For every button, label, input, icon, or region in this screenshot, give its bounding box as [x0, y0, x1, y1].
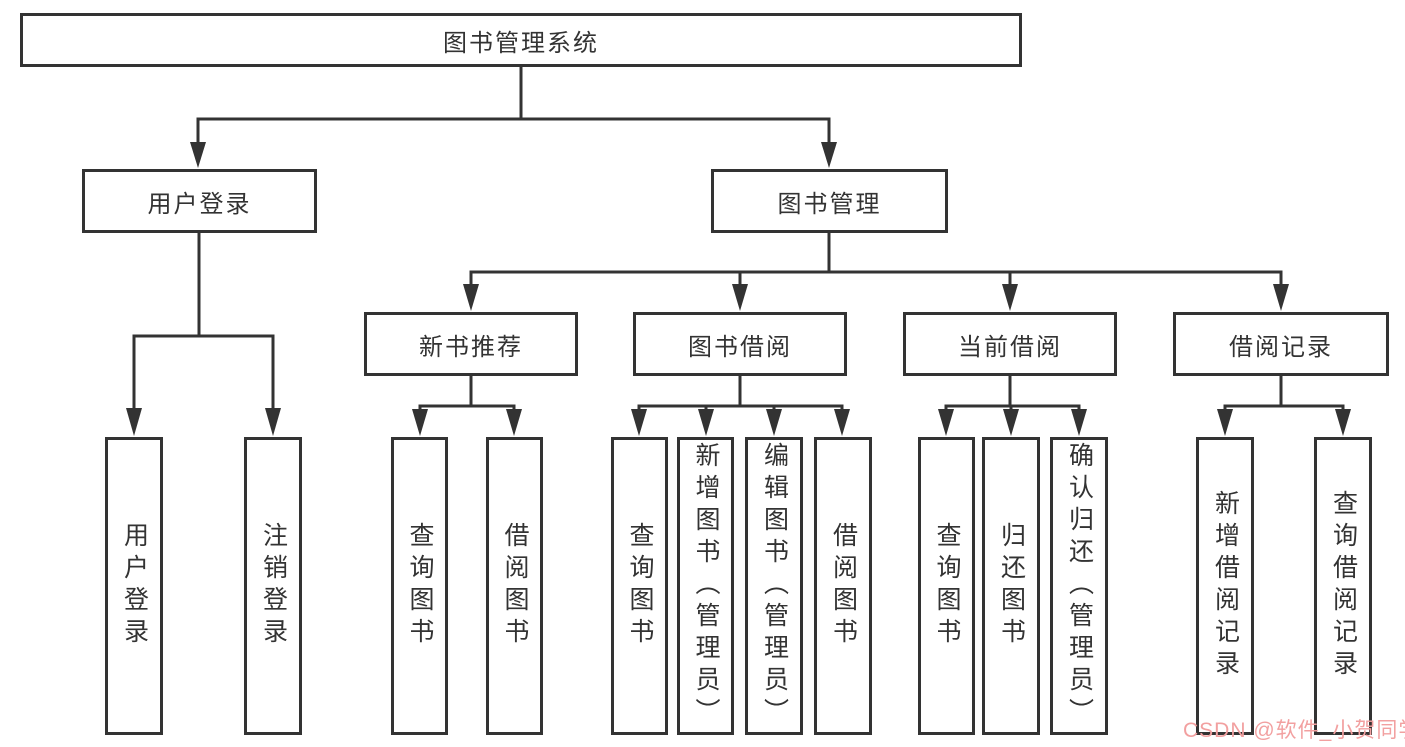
leaf-label: 新增借阅记录: [1211, 490, 1240, 682]
node-root-library-system: 图书管理系统: [20, 13, 1022, 67]
leaf-label: 新增图书（管理员）: [692, 442, 720, 730]
leaf-label: 借阅图书: [829, 522, 858, 650]
leaf-label: 查询借阅记录: [1329, 490, 1358, 682]
node-label: 图书管理: [777, 190, 882, 218]
csdn-watermark: CSDN @软件_小贺同学: [1183, 719, 1405, 742]
node-label: 图书管理系统: [443, 29, 599, 57]
leaf-add-books-admin: 新增图书（管理员）: [677, 437, 734, 735]
leaf-label: 查询图书: [406, 522, 434, 650]
node-new-book-recommendation: 新书推荐: [364, 312, 578, 376]
leaf-label: 查询图书: [626, 522, 654, 650]
leaf-query-books-current: 查询图书: [918, 437, 975, 735]
leaf-query-books-borrowing: 查询图书: [611, 437, 668, 735]
leaf-label: 确认归还（管理员）: [1065, 442, 1094, 730]
leaf-query-borrow-record: 查询借阅记录: [1314, 437, 1372, 735]
leaf-confirm-return-admin: 确认归还（管理员）: [1050, 437, 1108, 735]
node-current-borrowing: 当前借阅: [903, 312, 1117, 376]
node-book-borrowing: 图书借阅: [633, 312, 847, 376]
leaf-label: 借阅图书: [501, 522, 529, 650]
leaf-query-books-recommend: 查询图书: [391, 437, 448, 735]
node-label: 用户登录: [147, 190, 252, 218]
leaf-add-borrow-record: 新增借阅记录: [1196, 437, 1254, 735]
leaf-borrow-books-borrowing: 借阅图书: [814, 437, 872, 735]
leaf-edit-books-admin: 编辑图书（管理员）: [745, 437, 803, 735]
leaf-logout: 注销登录: [244, 437, 302, 735]
node-book-management: 图书管理: [711, 169, 948, 233]
node-label: 当前借阅: [958, 333, 1062, 361]
leaf-borrow-books-recommend: 借阅图书: [486, 437, 543, 735]
leaf-label: 注销登录: [259, 522, 288, 650]
node-label: 图书借阅: [688, 333, 792, 361]
leaf-label: 用户登录: [120, 522, 149, 650]
node-label: 新书推荐: [419, 333, 523, 361]
leaf-label: 归还图书: [997, 522, 1026, 650]
node-borrowing-records: 借阅记录: [1173, 312, 1389, 376]
leaf-user-login: 用户登录: [105, 437, 163, 735]
leaf-label: 查询图书: [933, 522, 961, 650]
leaf-return-books: 归还图书: [982, 437, 1040, 735]
node-label: 借阅记录: [1229, 333, 1333, 361]
leaf-label: 编辑图书（管理员）: [760, 442, 789, 730]
node-user-login: 用户登录: [82, 169, 317, 233]
